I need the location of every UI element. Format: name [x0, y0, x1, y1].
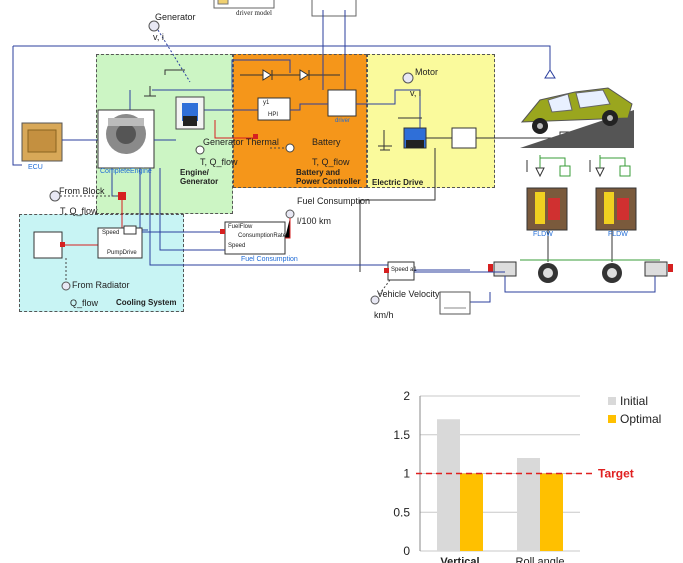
bar-optimal-0	[460, 473, 483, 551]
y-tick-label: 0.5	[393, 505, 410, 519]
y-tick-label: 1	[403, 467, 410, 481]
fuel-consumption-label: Fuel Consumption	[297, 196, 371, 206]
driver-block	[327, 89, 357, 117]
engine-generator-label: Engine/ Generator	[180, 168, 219, 186]
target-label: Target	[598, 467, 634, 481]
system-diagram: Generator v, i driver model Motor v, i E…	[12, 0, 673, 320]
pump-drive-label: PumpDrive	[107, 250, 137, 256]
hpi-block	[257, 97, 291, 121]
diode-2	[299, 69, 309, 81]
electric-drive-zone[interactable]	[367, 54, 495, 188]
fldw-1-block	[526, 187, 568, 231]
motor-label: Motor	[415, 67, 439, 77]
fuel-consumption-block-label: Fuel Consumption	[241, 256, 298, 263]
y-tick-label: 1.5	[393, 428, 410, 442]
generator-thermal-label: Generator Thermal	[203, 137, 279, 147]
driver-label: driver	[335, 118, 351, 124]
ecu-label: ECU	[28, 164, 43, 171]
bar-initial-0	[437, 419, 460, 551]
bar-optimal-1	[540, 473, 563, 551]
fldw-2-label: FLDW	[608, 231, 628, 238]
driver-top-block	[311, 0, 357, 17]
y1-label: y1	[263, 100, 270, 106]
from-block-label: From Block	[59, 186, 105, 196]
x-tick-label: Vertical	[440, 556, 479, 563]
generator-sensor-icon	[148, 20, 160, 32]
from-block-tq-label: T, Q_flow	[60, 206, 98, 216]
electric-drive-label: Electric Drive	[372, 178, 424, 187]
hpi-label: HPI	[268, 112, 279, 118]
fldw-1-label: FLDW	[533, 231, 553, 238]
vehicle-velocity-label: Vehicle Velocity	[377, 289, 440, 299]
pump-speed-label: Speed	[102, 230, 120, 236]
wiring-svg	[12, 0, 673, 315]
fuel-speed-label: Speed	[228, 243, 246, 249]
ground-triangle-top	[544, 69, 556, 79]
from-radiator-label: From Radiator	[72, 280, 130, 290]
fuel-flow-label: FuelFlow	[228, 224, 253, 230]
generator-tq-label: T, Q_flow	[200, 157, 238, 167]
gearbox-block	[451, 127, 477, 149]
driver-model-block	[213, 0, 275, 9]
road-input-block	[439, 291, 471, 315]
battery-tq-label: T, Q_flow	[312, 157, 350, 167]
fuel-unit-label: l/100 km	[297, 216, 332, 226]
legend-label-optimal: Optimal	[620, 412, 661, 426]
diode-1	[262, 69, 272, 81]
consumption-rate-label: ConsumptionRate	[238, 233, 287, 239]
fuel-consumption-block	[224, 221, 286, 255]
velocity-unit-label: km/h	[374, 310, 394, 320]
motor-sensor-icon	[402, 72, 414, 84]
legend-label-initial: Initial	[620, 394, 648, 408]
fldw-2-block	[595, 187, 637, 231]
legend-swatch-initial	[608, 397, 616, 405]
battery-controller-label: Battery and Power Controller	[296, 168, 361, 186]
generator-label: Generator	[155, 12, 196, 22]
speed-a1-label: Speed a1	[391, 267, 417, 273]
y-tick-label: 2	[403, 389, 410, 403]
generator-var-label: v, i	[153, 32, 164, 42]
motor-var-label: v, i	[410, 88, 421, 98]
battery-label: Battery	[312, 137, 341, 147]
driver-model-label: driver model	[236, 9, 272, 17]
x-tick-label: Roll angle	[516, 556, 565, 563]
cooling-system-label: Cooling System	[116, 298, 177, 307]
radiator-block	[33, 231, 63, 259]
y-tick-label: 0	[403, 544, 410, 558]
bar-initial-1	[517, 458, 540, 551]
radiator-q-label: Q_flow	[70, 298, 99, 308]
fuel-consumption-sensor-icon	[285, 209, 295, 219]
from-radiator-icon	[61, 281, 71, 291]
vehicle-velocity-sensor-icon	[370, 295, 380, 305]
legend-swatch-optimal	[608, 415, 616, 423]
complete-engine-label: CompleteEngine	[100, 168, 152, 175]
